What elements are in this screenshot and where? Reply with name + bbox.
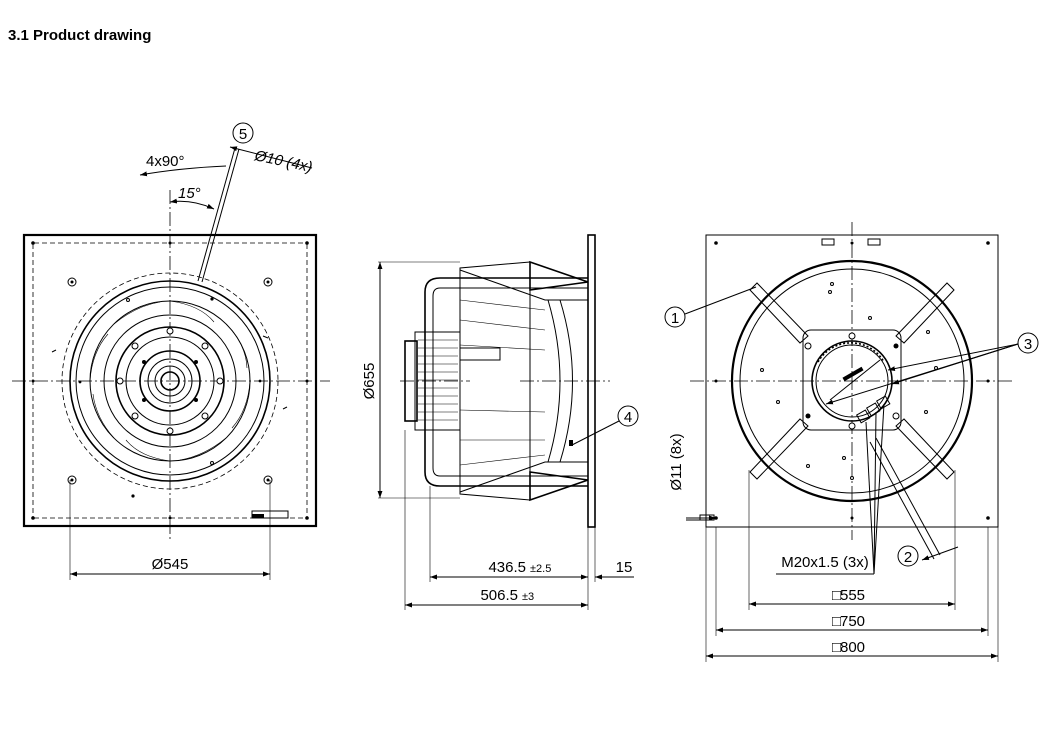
dim-436-5: 436.5 <box>488 559 526 576</box>
hub-bolts <box>116 327 224 435</box>
dim-436-5-tol: ±2.5 <box>530 563 551 575</box>
thread-callout: M20x1.5 (3x) <box>781 554 869 571</box>
dim-545: Ø545 <box>152 556 189 573</box>
front-bolt-circle <box>61 272 279 490</box>
rear-motor-plate <box>802 329 902 431</box>
rear-housing <box>730 259 974 503</box>
impeller-blades <box>89 300 251 462</box>
side-view: 4 Ø655 436.5 ±2.5 15 506.5 ±3 <box>361 234 639 610</box>
dim-555: 555 <box>840 587 865 604</box>
section-title: 3.1 Product drawing <box>8 27 152 44</box>
balloon-5 <box>232 122 254 144</box>
angle-4x90: 4x90° <box>146 153 185 170</box>
side-motor <box>414 331 461 431</box>
balloon-2 <box>897 545 919 567</box>
square-symbol: □ <box>832 587 841 604</box>
angle-15: 15° <box>178 185 201 202</box>
square-symbol: □ <box>832 639 841 656</box>
square-symbol: □ <box>832 613 841 630</box>
dim-800: 800 <box>840 639 865 656</box>
rear-view: 1 3 2 M20x1.5 (3x) Ø11 (8x) □ 5 <box>664 222 1039 662</box>
balloon-1-label: 1 <box>671 310 679 327</box>
dim-506-5-tol: ±3 <box>522 591 534 603</box>
balloon-1 <box>664 306 686 328</box>
hole-callout: Ø10 (4x) <box>252 147 314 176</box>
balloon-4-label: 4 <box>624 409 632 426</box>
balloon-2-label: 2 <box>904 549 912 566</box>
impeller-outer <box>69 280 271 482</box>
rear-terminals <box>855 395 891 424</box>
dim-15: 15 <box>616 559 633 576</box>
dim-11: Ø11 (8x) <box>668 433 685 490</box>
dim-750: 750 <box>840 613 865 630</box>
rear-struts <box>749 282 955 480</box>
balloon-5-label: 5 <box>239 126 247 143</box>
dim-506-5: 506.5 <box>480 587 518 604</box>
balloon-4 <box>617 405 639 427</box>
dim-655: Ø655 <box>361 363 378 400</box>
balloon-3-label: 3 <box>1024 336 1032 353</box>
balloon-3 <box>1017 332 1039 354</box>
front-view: 5 Ø10 (4x) 4x90° 15° Ø545 <box>12 122 330 580</box>
